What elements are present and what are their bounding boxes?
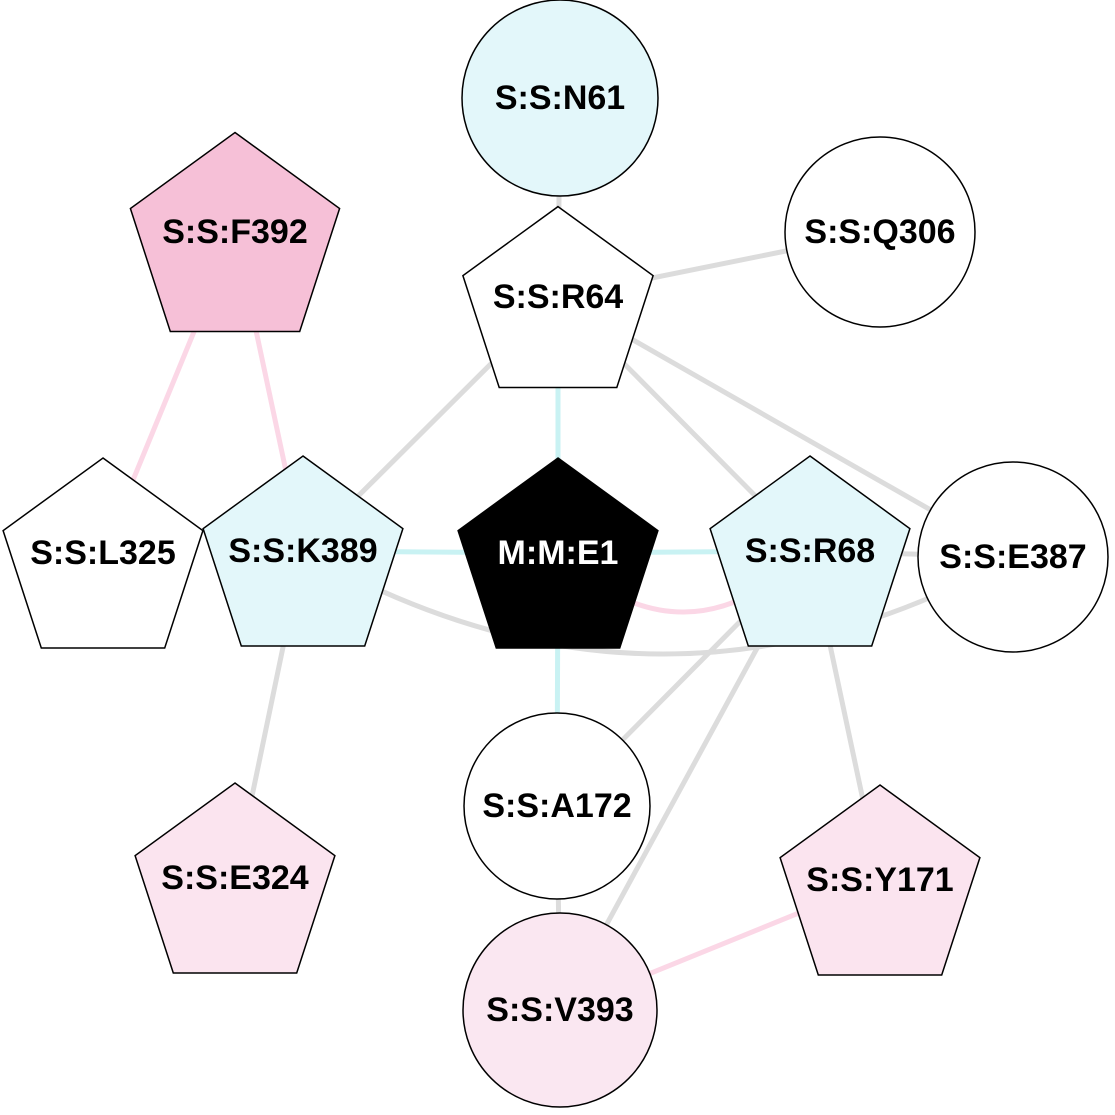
edge-s-s-k389-s-s-e387-gray (300, 548, 1016, 657)
pentagon-shape[interactable] (779, 784, 981, 976)
node-s-s-e324[interactable]: S:S:E324 (134, 782, 336, 974)
circle-shape[interactable] (462, 912, 658, 1108)
node-s-s-f392[interactable]: S:S:F392 (129, 131, 341, 333)
node-s-s-v393[interactable]: S:S:V393 (462, 912, 658, 1108)
pentagon-shape[interactable] (457, 457, 659, 649)
node-s-s-q306[interactable]: S:S:Q306 (784, 136, 976, 328)
pentagon-shape[interactable] (134, 782, 336, 974)
circle-shape[interactable] (463, 712, 651, 900)
node-s-s-y171[interactable]: S:S:Y171 (779, 784, 981, 976)
pentagon-shape[interactable] (462, 205, 654, 389)
node-s-s-e387[interactable]: S:S:E387 (917, 461, 1109, 653)
pentagon-shape[interactable] (202, 455, 404, 647)
pentagon-shape[interactable] (129, 131, 341, 333)
pentagon-shape[interactable] (709, 455, 911, 647)
node-s-s-r64[interactable]: S:S:R64 (462, 205, 654, 389)
node-s-s-n61[interactable]: S:S:N61 (461, 0, 659, 197)
node-m-m-e1[interactable]: M:M:E1 (457, 457, 659, 649)
pentagon-shape[interactable] (2, 457, 204, 649)
circle-shape[interactable] (461, 0, 659, 197)
node-s-s-r68[interactable]: S:S:R68 (709, 455, 911, 647)
node-s-s-a172[interactable]: S:S:A172 (463, 712, 651, 900)
node-s-s-l325[interactable]: S:S:L325 (2, 457, 204, 649)
circle-shape[interactable] (784, 136, 976, 328)
circle-shape[interactable] (917, 461, 1109, 653)
